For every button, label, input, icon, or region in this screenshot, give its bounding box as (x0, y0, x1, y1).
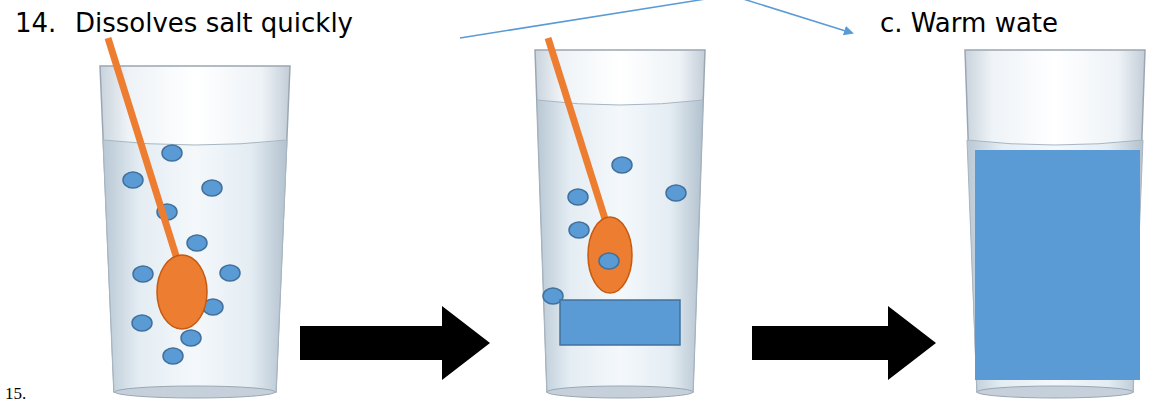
salt-particles (599, 253, 619, 269)
question-number: 14. (15, 8, 56, 39)
process-arrow (752, 306, 936, 380)
pointer-line (460, 0, 852, 38)
glass (100, 66, 290, 398)
spoon (548, 38, 632, 293)
dissolved-salt (975, 150, 1140, 380)
salt-particles (123, 145, 240, 364)
spoon (108, 38, 207, 329)
salt-particles (543, 157, 686, 304)
process-arrow (300, 306, 490, 380)
answer-text: c. Warm wate (880, 8, 1058, 39)
statement-text: Dissolves salt quickly (75, 8, 353, 39)
settled-salt (560, 300, 680, 345)
glass (965, 50, 1145, 398)
glass (535, 50, 705, 398)
question-number: 15. (5, 384, 26, 404)
